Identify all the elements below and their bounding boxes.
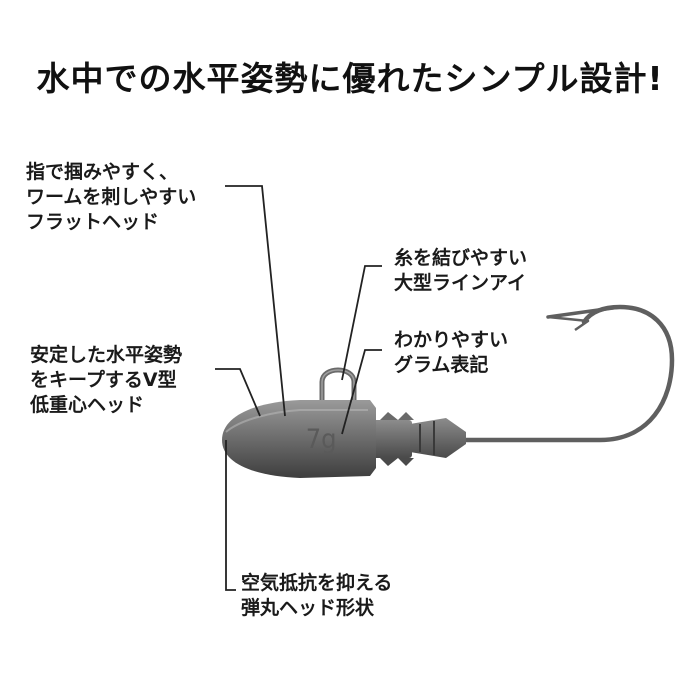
callout-flat-head: 指で掴みやすく、 ワームを刺しやすい フラットヘッド (26, 160, 196, 235)
hook (457, 304, 675, 443)
callout-gram-mark-line-1: わかりやすい (394, 329, 509, 351)
callout-gram-mark: わかりやすい グラム表記 (394, 328, 508, 378)
callout-v-shape: 安定した水平姿勢 をキープするV型 低重心ヘッド (30, 343, 182, 418)
leader-line-eye (341, 265, 382, 381)
weight-mark: 7g (305, 424, 337, 455)
callout-flat-head-line-2: ワームを刺しやすい (26, 186, 197, 208)
callout-v-shape-line-1: 安定した水平姿勢 (30, 344, 183, 366)
callout-bullet-head: 空気抵抗を抑える 弾丸ヘッド形状 (241, 571, 392, 621)
worm-keeper (372, 412, 466, 466)
bullet-head (222, 400, 376, 478)
callout-flat-head-line-3: フラットヘッド (26, 211, 160, 233)
leader-gram-mark (341, 349, 382, 435)
callout-lines (215, 185, 382, 591)
line-eye (319, 367, 357, 402)
callout-v-shape-line-3: 低重心ヘッド (30, 394, 145, 416)
leader-v-shape (215, 368, 261, 417)
leader-flat-head (225, 185, 286, 417)
callout-line-eye-line-2: 大型ラインアイ (394, 272, 527, 294)
headline: 水中での水平姿勢に優れたシンプル設計! (36, 59, 664, 98)
callout-v-shape-line-2: をキープするV型 (30, 369, 177, 391)
leader-bullet-head (225, 440, 236, 591)
callout-gram-mark-line-2: グラム表記 (394, 354, 489, 376)
callout-line-eye-line-1: 糸を結びやすい (394, 247, 528, 269)
callout-bullet-head-line-2: 弾丸ヘッド形状 (241, 597, 375, 619)
callout-bullet-head-line-1: 空気抵抗を抑える (241, 572, 393, 594)
callout-flat-head-line-1: 指で掴みやすく、 (26, 161, 179, 183)
callout-line-eye: 糸を結びやすい 大型ラインアイ (394, 246, 527, 296)
